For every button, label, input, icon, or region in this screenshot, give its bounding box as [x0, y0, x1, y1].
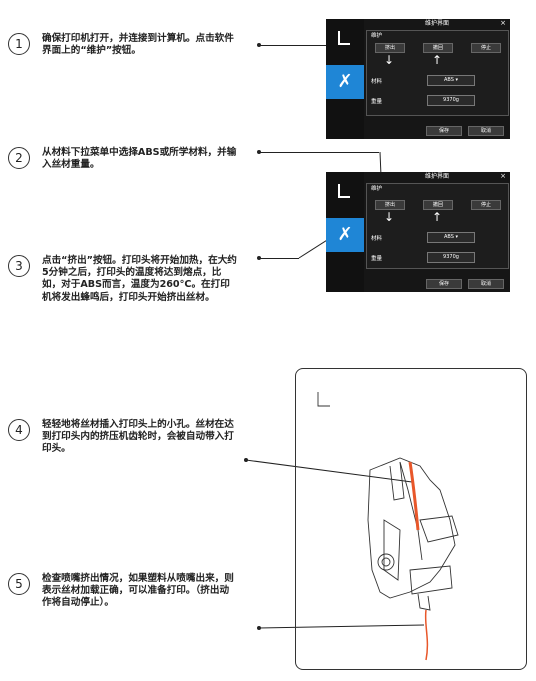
section-title: 维护: [371, 186, 383, 192]
material-label: 材料: [371, 236, 383, 242]
side-panel: [383, 519, 401, 581]
print-head-detail: [399, 461, 423, 561]
leader-line: [259, 45, 327, 46]
step-number: 4: [8, 419, 30, 441]
maintenance-dialog-1: 维护界面 × ✗ 维护 挤出 撤回 停止 ↓ ↑ 材料 ABS ▾ 重量 937…: [326, 19, 510, 139]
print-head-illustration: [317, 392, 459, 661]
tools-icon[interactable]: ✗: [326, 65, 364, 99]
maintenance-section: 维护 挤出 撤回 停止 ↓ ↑ 材料 ABS ▾ 重量 9370g: [366, 183, 509, 269]
step-number: 5: [8, 573, 30, 595]
stop-button[interactable]: 停止: [471, 43, 501, 53]
chevron-down-icon: ▾: [455, 234, 459, 240]
weight-label: 重量: [371, 256, 383, 262]
cancel-button[interactable]: 取消: [468, 126, 504, 136]
weight-label: 重量: [371, 99, 383, 105]
top-housing: [389, 461, 405, 501]
extruder-block: [419, 515, 459, 543]
maintenance-section: 维护 挤出 撤回 停止 ↓ ↑ 材料 ABS ▾ 重量 9370g: [366, 30, 509, 116]
tools-icon[interactable]: ✗: [326, 218, 364, 252]
gear-hub: [381, 557, 391, 567]
lower-block: [409, 565, 453, 595]
save-button[interactable]: 保存: [426, 126, 462, 136]
step-text: 确保打印机打开，并连接到计算机。点击软件界面上的“维护”按钮。: [42, 33, 234, 57]
dialog-sidebar: ✗: [326, 19, 364, 139]
leader-line: [259, 152, 379, 153]
step-number: 3: [8, 255, 30, 277]
stop-button[interactable]: 停止: [471, 200, 501, 210]
material-select[interactable]: ABS ▾: [427, 75, 475, 86]
extrude-button[interactable]: 挤出: [375, 200, 405, 210]
print-head-body: [367, 457, 456, 599]
maintenance-dialog-2: 维护界面 × ✗ 维护 挤出 撤回 停止 ↓ ↑ 材料 ABS ▾ 重量 937…: [326, 172, 510, 292]
weight-input[interactable]: 9370g: [427, 95, 475, 106]
filament-extruded: [424, 609, 429, 661]
filament-top: [408, 461, 420, 531]
ruler-icon[interactable]: [338, 184, 350, 198]
corner-mark: [317, 392, 330, 407]
close-icon[interactable]: ×: [500, 19, 506, 27]
ruler-icon[interactable]: [338, 31, 350, 45]
dialog-title: 维护界面: [424, 20, 449, 27]
print-head-frame: [295, 368, 527, 670]
step-text: 轻轻地将丝材插入打印头上的小孔。丝材在达到打印头内的挤压机齿轮时，会被自动带入打…: [42, 419, 234, 455]
step-number: 1: [8, 33, 30, 55]
material-label: 材料: [371, 79, 383, 85]
material-value: ABS: [443, 234, 454, 240]
nozzle: [417, 593, 431, 611]
chevron-down-icon: ▾: [455, 77, 459, 83]
arrow-down-icon: ↓: [384, 53, 395, 67]
withdraw-button[interactable]: 撤回: [423, 200, 453, 210]
leader-line: [245, 459, 413, 483]
dialog-title: 维护界面: [424, 173, 449, 180]
step-text: 检查喷嘴挤出情况，如果塑料从喷嘴出来，则表示丝材加载正确，可以准备打印。（挤出动…: [42, 573, 234, 609]
dialog-sidebar: ✗: [326, 172, 364, 292]
step-text: 点击“挤出”按钮。打印头将开始加热，在大约5分钟之后，打印头的温度将达到熔点，比…: [42, 255, 237, 303]
close-icon[interactable]: ×: [500, 172, 506, 180]
weight-input[interactable]: 9370g: [427, 252, 475, 263]
gear: [377, 553, 395, 571]
step-number: 2: [8, 147, 30, 169]
step-text: 从材料下拉菜单中选择ABS或所学材料，并输入丝材重量。: [42, 147, 237, 171]
arrow-up-icon: ↑: [432, 210, 443, 224]
material-value: ABS: [443, 77, 454, 83]
leader-line: [258, 624, 425, 629]
arrow-down-icon: ↓: [384, 210, 395, 224]
material-select[interactable]: ABS ▾: [427, 232, 475, 243]
save-button[interactable]: 保存: [426, 279, 462, 289]
section-title: 维护: [371, 33, 383, 39]
arrow-up-icon: ↑: [432, 53, 443, 67]
extrude-button[interactable]: 挤出: [375, 43, 405, 53]
withdraw-button[interactable]: 撤回: [423, 43, 453, 53]
leader-line: [259, 258, 299, 259]
cancel-button[interactable]: 取消: [468, 279, 504, 289]
